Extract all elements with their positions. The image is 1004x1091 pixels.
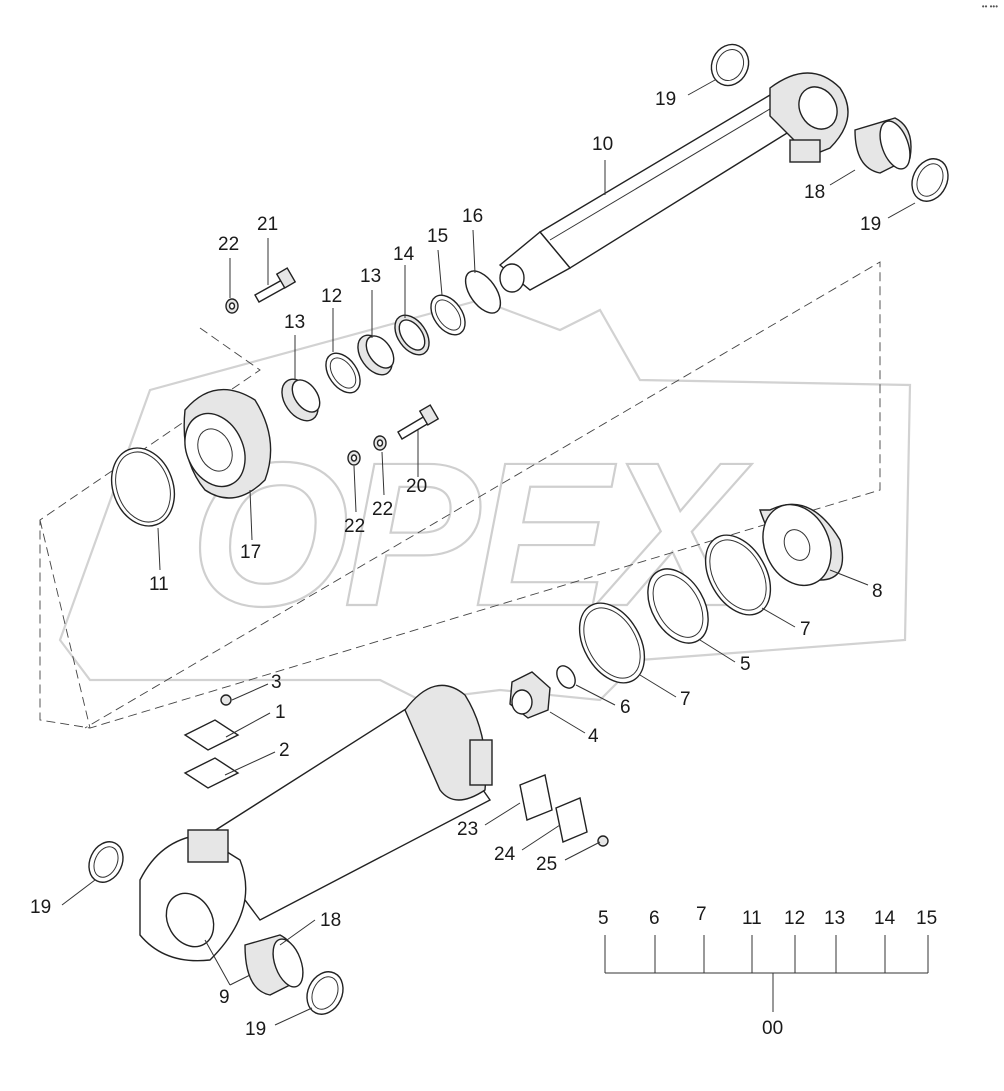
kit-member: 6: [649, 908, 660, 929]
callout-20: 20: [406, 476, 427, 497]
callout-10: 10: [592, 134, 613, 155]
cylinder-barrel: [139, 684, 493, 962]
callout-16: 16: [462, 206, 483, 227]
callouts: 19 10 18 19 21 22 16 15 14 13 12 13 20 2…: [30, 89, 883, 1040]
bolt-21: [254, 267, 297, 303]
piston: [759, 503, 844, 587]
washer-22-left: [347, 450, 361, 466]
bushing-top: [854, 117, 912, 174]
kit-member: 15: [916, 908, 937, 929]
callout-14: 14: [393, 244, 415, 265]
kit-member: 12: [784, 908, 805, 929]
callout-15: 15: [427, 226, 448, 247]
callout-9: 9: [219, 987, 230, 1008]
ring-13-left: [281, 378, 321, 422]
ring-14: [394, 314, 430, 356]
callout-19: 19: [245, 1019, 266, 1040]
wear-ring-7-lower: [578, 602, 646, 684]
callout-4: 4: [588, 726, 599, 747]
ring-12: [325, 352, 361, 394]
callout-19: 19: [30, 897, 51, 918]
seal-ring-bottom-left: [88, 841, 124, 883]
callout-19: 19: [860, 214, 881, 235]
gland-head: [183, 388, 272, 499]
callout-21: 21: [257, 214, 278, 235]
seal-ring-top-left: [710, 43, 750, 87]
callout-24: 24: [494, 844, 516, 865]
nut-4: [509, 671, 551, 719]
callout-6: 6: [620, 697, 631, 718]
callout-1: 1: [275, 702, 286, 723]
plate-2: [183, 757, 240, 789]
seal-ring-bottom-right: [306, 971, 344, 1015]
callout-13: 13: [284, 312, 305, 333]
callout-5: 5: [740, 654, 751, 675]
callout-25: 25: [536, 854, 557, 875]
kit-member: 11: [742, 908, 762, 929]
callout-18: 18: [804, 182, 825, 203]
seal-ring-top-right: [911, 158, 949, 202]
leader-lines: [61, 79, 916, 1026]
washer-22-right: [373, 435, 387, 451]
callout-3: 3: [271, 672, 282, 693]
wear-ring-7-upper: [704, 534, 772, 616]
screw-25: [597, 835, 609, 847]
callout-13: 13: [360, 266, 381, 287]
screw-3: [220, 694, 232, 706]
callout-12: 12: [321, 286, 342, 307]
corner-mark: •• •••: [981, 2, 998, 11]
bushing-bottom: [244, 934, 304, 996]
callout-18: 18: [320, 910, 341, 931]
kit-member: 5: [598, 908, 609, 929]
kit-member: 7: [696, 904, 707, 925]
ring-13-right: [357, 334, 395, 376]
washer-22-top: [225, 298, 239, 314]
plate-23: [519, 774, 553, 821]
callout-22: 22: [218, 234, 239, 255]
callout-7: 7: [680, 689, 691, 710]
o-ring-16: [464, 270, 502, 314]
callout-11: 11: [149, 574, 169, 595]
ring-15: [430, 294, 466, 336]
bolt-20: [397, 404, 440, 440]
callout-8: 8: [872, 581, 883, 602]
plate-24: [555, 797, 588, 843]
callout-19: 19: [655, 89, 676, 110]
o-ring-6: [556, 665, 576, 689]
kit-member: 13: [824, 908, 845, 929]
callout-17: 17: [240, 542, 261, 563]
callout-22: 22: [344, 516, 365, 537]
seal-5: [647, 568, 709, 644]
piston-rod: [498, 72, 849, 293]
kit-tree: 5 6 7 11 12 13 14 15 00: [598, 904, 937, 1039]
callout-7: 7: [800, 619, 811, 640]
kit-root: 00: [762, 1018, 783, 1039]
watermark: OPEX: [58, 298, 912, 702]
callout-2: 2: [279, 740, 290, 761]
callout-23: 23: [457, 819, 478, 840]
o-ring-11: [110, 447, 176, 527]
plate-1: [183, 719, 240, 751]
kit-member: 14: [874, 908, 896, 929]
callout-22: 22: [372, 499, 393, 520]
